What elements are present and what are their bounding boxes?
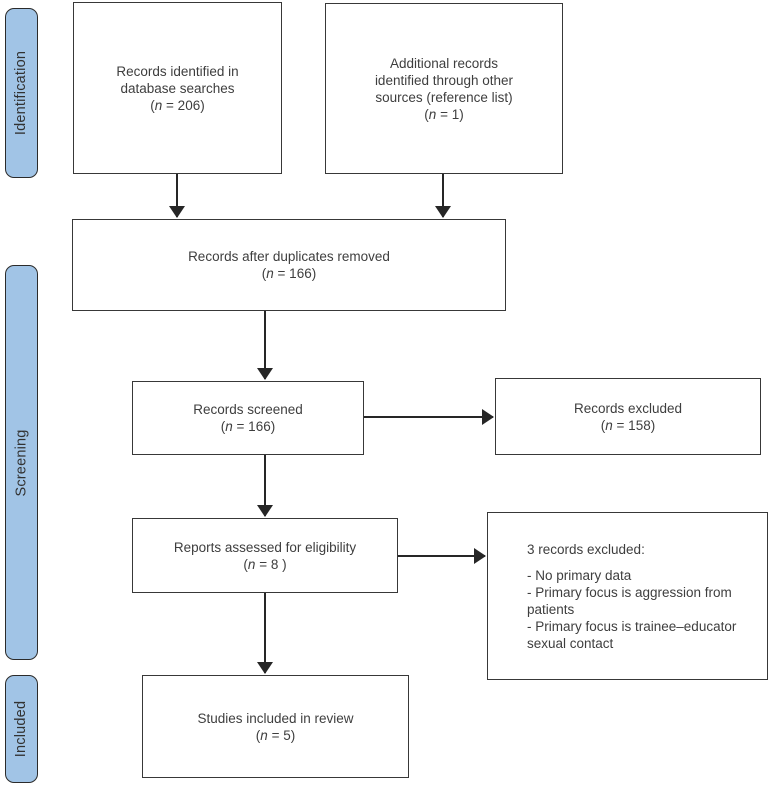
- box-label: Records identified in database searches: [116, 63, 239, 96]
- box-records-identified: Records identified in database searches …: [73, 2, 282, 174]
- box-count: (n = 166): [220, 419, 276, 434]
- box-label: Reports assessed for eligibility: [173, 539, 357, 555]
- box-label: Studies included in review: [197, 710, 354, 726]
- box-count: (n = 5): [255, 727, 296, 743]
- box-count: (n = 8 ): [243, 556, 287, 572]
- stage-label-included: Included: [5, 675, 38, 783]
- box-duplicates-removed: Records after duplicates removed (n = 16…: [72, 219, 506, 311]
- box-label: Records after duplicates removed: [188, 249, 390, 264]
- box-count: (n = 158): [600, 417, 656, 433]
- exclusion-heading: 3 records excluded:: [527, 541, 645, 557]
- stage-label-text: Identification: [13, 50, 30, 136]
- stage-label-text: Screening: [13, 428, 30, 497]
- box-additional-records: Additional records identified through ot…: [325, 3, 563, 174]
- exclusion-item: - Primary focus is aggression from patie…: [527, 584, 732, 617]
- stage-label-identification: Identification: [5, 8, 38, 178]
- box-label: Records screened: [193, 402, 303, 417]
- stage-label-text: Included: [13, 700, 30, 758]
- box-label: Additional records identified through ot…: [374, 55, 514, 105]
- exclusion-item: - Primary focus is trainee–educator sexu…: [527, 618, 737, 651]
- box-reports-assessed: Reports assessed for eligibility (n = 8 …: [132, 518, 398, 593]
- stage-label-screening: Screening: [5, 265, 38, 660]
- box-records-screened: Records screened (n = 166): [132, 381, 364, 455]
- box-records-excluded: Records excluded (n = 158): [495, 378, 761, 455]
- exclusion-item: - No primary data: [527, 567, 632, 583]
- box-studies-included: Studies included in review (n = 5): [142, 675, 409, 778]
- box-exclusion-reasons: 3 records excluded: - No primary data - …: [487, 512, 768, 680]
- box-count: (n = 1): [424, 106, 464, 122]
- box-count: (n = 206): [150, 97, 205, 113]
- box-count: (n = 166): [261, 266, 317, 281]
- box-label: Records excluded: [573, 400, 683, 416]
